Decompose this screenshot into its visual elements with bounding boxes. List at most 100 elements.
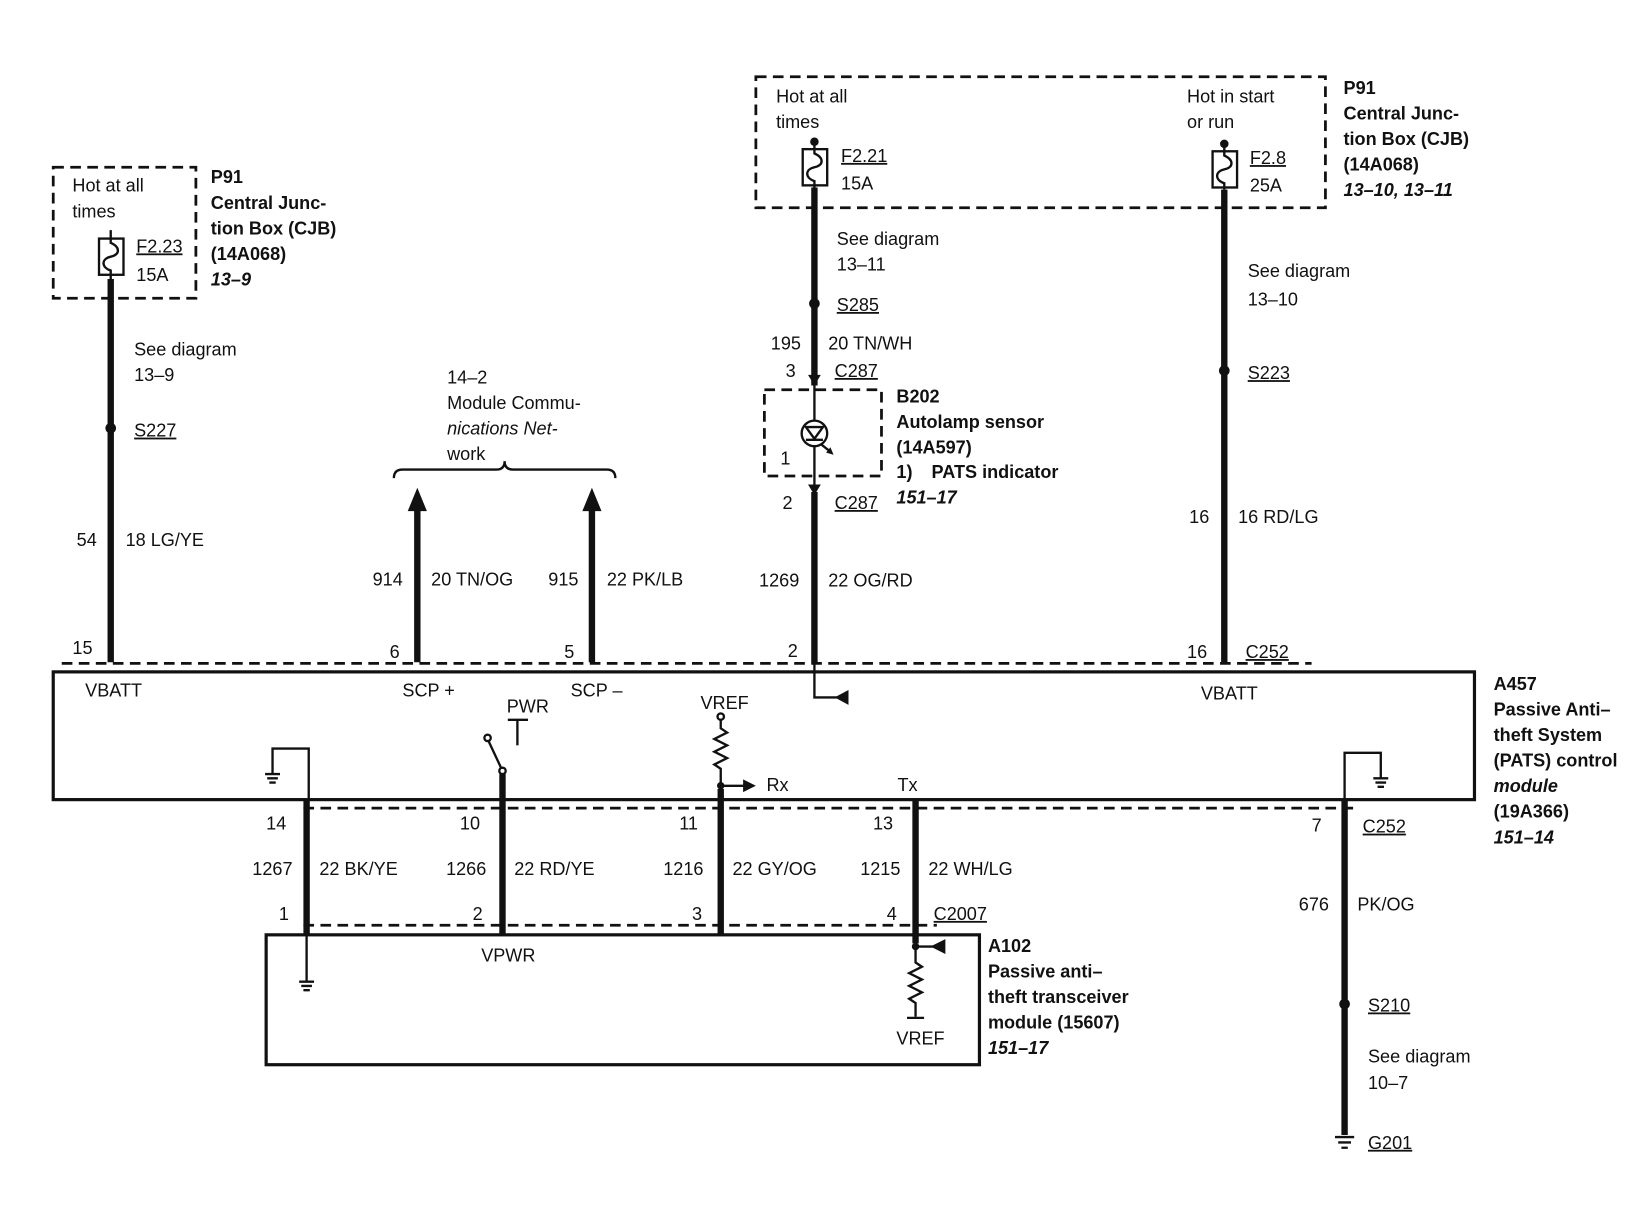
cjb-left-box — [51, 165, 198, 300]
sensor-pin: 1 — [780, 448, 790, 468]
cjb-left-fuse-id: F2.23 — [136, 236, 182, 256]
connector-label: C252 — [1246, 642, 1289, 662]
pin-number: 6 — [390, 642, 400, 662]
wire-1266: 10 1266 22 RD/YE 2 — [446, 774, 595, 935]
pats-module-name-line3: (PATS) control — [1494, 751, 1618, 771]
cjb-right-hot-a-line1: Hot at all — [776, 86, 847, 106]
transceiver-pin: 2 — [473, 904, 483, 924]
splice-label: S285 — [837, 295, 879, 315]
connector-label: C252 — [1363, 817, 1406, 837]
pin-number-in: 3 — [786, 361, 796, 381]
cjb-left-name-line1: Central Junc- — [211, 193, 327, 213]
cjb-right-box — [754, 75, 1327, 210]
cjb-right-hot-a-line2: times — [776, 112, 819, 132]
cjb-left-hot-line1: Hot at all — [72, 176, 143, 196]
pin-label-vpwr: VPWR — [481, 945, 535, 965]
see-diagram-ref: 13–11 — [837, 255, 886, 275]
b202-autolamp-sensor: 1 B202 Autolamp sensor (14A597) 1) PATS … — [762, 387, 1058, 508]
switch-icon — [483, 718, 529, 776]
cjb-left-page-ref: 13–9 — [211, 269, 251, 289]
fuse-icon — [1211, 143, 1239, 190]
scn-ref: 14–2 — [447, 367, 487, 387]
cjb-right-fuse-a-rating: 15A — [841, 174, 874, 194]
cjb-right-fuse-b-id: F2.8 — [1250, 148, 1286, 168]
wire-1216: 11 1216 22 GY/OG 3 — [663, 788, 817, 935]
wire-gauge-color: 16 RD/LG — [1238, 507, 1318, 527]
cjb-left-fuse-rating: 15A — [136, 265, 169, 285]
circuit-number-out: 1269 — [759, 571, 799, 591]
pats-module-name-line1: Passive Anti– — [1494, 700, 1611, 720]
cjb-left: Hot at all times F2.23 15A P91 Central J… — [51, 165, 336, 300]
see-diagram-ref: 13–10 — [1248, 290, 1298, 310]
splice-dot — [809, 298, 820, 309]
pin-label-vbatt-right: VBATT — [1201, 684, 1258, 704]
wire-1267: 14 1267 22 BK/YE 1 — [252, 799, 398, 935]
cjb-right-ref: P91 — [1344, 78, 1376, 98]
arrow-right-icon — [743, 779, 756, 793]
cjb-left-hot-line2: times — [72, 201, 115, 221]
wire-vbatt-left: See diagram 13–9 S227 54 18 LG/YE 15 — [72, 279, 237, 663]
wire-gauge-color: 22 PK/LB — [607, 570, 683, 590]
ground-label: G201 — [1368, 1133, 1412, 1153]
transceiver-page-ref: 151–17 — [988, 1038, 1049, 1058]
transceiver-box — [264, 933, 982, 1067]
pin-label-vbatt-left: VBATT — [85, 680, 142, 700]
pin-label-vref: VREF — [701, 693, 749, 713]
cjb-right-fuse-a-id: F2.21 — [841, 146, 887, 166]
cjb-right-name-line1: Central Junc- — [1344, 103, 1460, 123]
cjb-right-hot-b-line1: Hot in start — [1187, 86, 1274, 106]
wire-gauge-color: 22 GY/OG — [732, 859, 816, 879]
fuse-icon — [97, 230, 125, 280]
pin-label-pwr: PWR — [507, 696, 549, 716]
circuit-number: 54 — [77, 530, 97, 550]
scn-line3: work — [446, 444, 486, 464]
splice-label: S223 — [1248, 363, 1290, 383]
circuit-number: 1267 — [252, 859, 292, 879]
connector-label-out: C287 — [835, 493, 878, 513]
module-pin: 14 — [266, 813, 286, 833]
pin-label-tx: Tx — [897, 775, 917, 795]
wire-autolamp: See diagram 13–11 S285 195 20 TN/WH 3 C2… — [759, 187, 939, 705]
splice-dot — [105, 422, 117, 434]
wire-gauge-color-out: 22 OG/RD — [828, 571, 912, 591]
connector-label-c2007: C2007 — [934, 904, 987, 924]
ground-icon — [1335, 1135, 1355, 1149]
wire-gauge-color: 22 WH/LG — [928, 859, 1012, 879]
b202-part-no: (14A597) — [896, 438, 971, 458]
bus-dot — [810, 137, 819, 146]
circuit-number: 1215 — [860, 859, 900, 879]
b202-note-num: 1) — [896, 462, 912, 482]
splice-label: S227 — [134, 421, 176, 441]
arrow-up-icon — [582, 487, 602, 512]
connector-pin-icon — [808, 484, 821, 496]
pats-module: VBATT SCP + SCP – PWR VREF Rx Tx VBATT — [51, 670, 1618, 847]
pin-number-out: 2 — [782, 493, 792, 513]
cjb-right: Hot at all times F2.21 15A Hot in start … — [754, 75, 1469, 210]
pin-label-scp-plus: SCP + — [402, 680, 454, 700]
transceiver-name-line3: module (15607) — [988, 1013, 1120, 1033]
see-diagram-label: See diagram — [1248, 261, 1351, 281]
resistor-icon — [711, 712, 730, 786]
pin-label-rx: Rx — [767, 775, 789, 795]
cjb-right-part-no: (14A068) — [1344, 154, 1419, 174]
circuit-number: 676 — [1299, 894, 1329, 914]
b202-page-ref: 151–17 — [896, 488, 957, 508]
transceiver-ref: A102 — [988, 936, 1031, 956]
wire-676-ground: 7 C252 676 PK/OG S210 See diagram 10–7 G… — [1299, 799, 1471, 1153]
cjb-right-hot-b-line2: or run — [1187, 112, 1234, 132]
wire-line — [813, 662, 837, 699]
pin-label-scp-minus: SCP – — [571, 680, 624, 700]
wire-gauge-color: 18 LG/YE — [126, 530, 204, 550]
pin-number: 7 — [1312, 816, 1322, 836]
cjb-left-part-no: (14A068) — [211, 244, 286, 264]
connector-label-in: C287 — [835, 361, 878, 381]
wire-color: PK/OG — [1357, 894, 1414, 914]
cjb-left-ref: P91 — [211, 167, 243, 187]
transceiver-pin: 3 — [692, 904, 702, 924]
circuit-number: 1216 — [663, 859, 703, 879]
wire-scp-plus: 914 20 TN/OG 6 — [373, 487, 513, 663]
module-pin: 11 — [679, 813, 698, 833]
cjb-right-page-ref: 13–10, 13–11 — [1344, 180, 1453, 200]
arrow-left-icon — [834, 689, 849, 705]
